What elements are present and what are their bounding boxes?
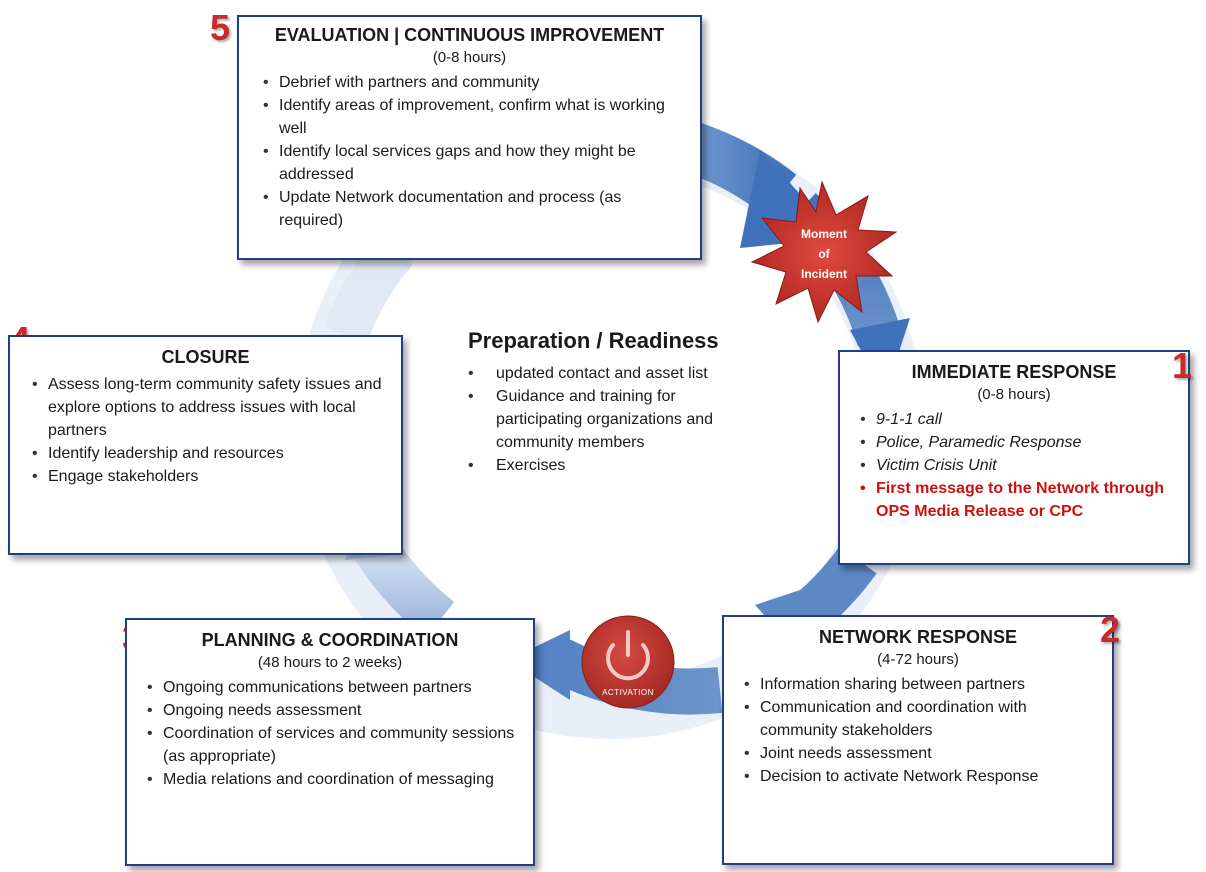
power-icon — [606, 643, 650, 681]
center-title: Preparation / Readiness — [468, 328, 719, 353]
activation-button — [581, 615, 675, 709]
phase-5-item: Identify local services gaps and how the… — [261, 140, 682, 186]
phase-1-item: 9-1-1 call — [858, 408, 1174, 431]
phase-3-item: Media relations and coordination of mess… — [145, 768, 519, 791]
phase-5-number: 5 — [210, 7, 231, 48]
phase-5-box: EVALUATION | CONTINUOUS IMPROVEMENT (0-8… — [237, 15, 702, 260]
phase-2-number: 2 — [1100, 609, 1121, 650]
center-item: Exercises — [466, 454, 766, 477]
phase-2-item: Decision to activate Network Response — [742, 765, 1098, 788]
phase-3-item: Coordination of services and community s… — [145, 722, 519, 768]
phase-1-item: Police, Paramedic Response — [858, 431, 1174, 454]
phase-5-title: EVALUATION | CONTINUOUS IMPROVEMENT — [274, 25, 665, 45]
phase-5-item: Identify areas of improvement, confirm w… — [261, 94, 682, 140]
phase-1-title: IMMEDIATE RESPONSE — [911, 362, 1117, 382]
phase-2-title: NETWORK RESPONSE — [818, 627, 1018, 647]
center-item: updated contact and asset list — [466, 362, 766, 385]
phase-5-item: Update Network documentation and process… — [261, 186, 682, 232]
phase-5-item: Debrief with partners and community — [261, 71, 682, 94]
phase-4-item: Identify leadership and resources — [30, 442, 385, 465]
center-list: updated contact and asset list Guidance … — [466, 362, 766, 477]
phase-2-box: NETWORK RESPONSE (4-72 hours) Informatio… — [722, 615, 1114, 865]
phase-3-box: PLANNING & COORDINATION (48 hours to 2 w… — [125, 618, 535, 866]
phase-1-number: 1 — [1172, 345, 1193, 386]
phase-3-time: (48 hours to 2 weeks) — [257, 654, 403, 671]
incident-star-label: Moment of Incident — [800, 227, 847, 281]
phase-3-item: Ongoing needs assessment — [145, 699, 519, 722]
phase-3-title: PLANNING & COORDINATION — [201, 630, 459, 650]
phase-2-item: Information sharing between partners — [742, 673, 1098, 696]
phase-5-time: (0-8 hours) — [432, 49, 507, 66]
phase-4-box: CLOSURE Assess long-term community safet… — [8, 335, 403, 555]
phase-1-time: (0-8 hours) — [977, 386, 1051, 403]
phase-4-item: Assess long-term community safety issues… — [30, 373, 385, 442]
activation-label: ACTIVATION — [602, 688, 654, 697]
phase-3-item: Ongoing communications between partners — [145, 676, 519, 699]
phase-2-item: Communication and coordination with comm… — [742, 696, 1098, 742]
phase-2-item: Joint needs assessment — [742, 742, 1098, 765]
phase-1-box: IMMEDIATE RESPONSE (0-8 hours) 9-1-1 cal… — [838, 350, 1190, 565]
arrowhead-bottom — [508, 630, 570, 700]
phase-2-time: (4-72 hours) — [877, 651, 959, 668]
phase-4-item: Engage stakeholders — [30, 465, 385, 488]
incident-star — [750, 180, 898, 324]
center-item: Guidance and training for participating … — [466, 385, 766, 454]
phase-1-item-highlight: First message to the Network through OPS… — [858, 477, 1174, 523]
phase-4-title: CLOSURE — [161, 347, 250, 367]
phase-1-item: Victim Crisis Unit — [858, 454, 1174, 477]
